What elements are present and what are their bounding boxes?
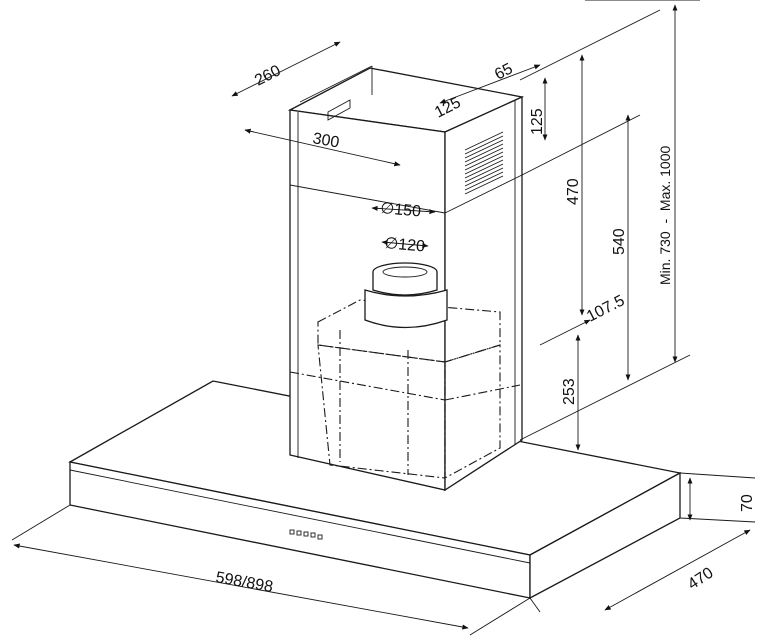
dim-outlet-offset: 107.5	[584, 292, 627, 325]
motor-unit-hidden-lines	[289, 299, 521, 479]
dimension-lines	[11, 0, 756, 636]
dim-vent-width: 65	[492, 60, 516, 83]
dim-canopy-width: 598/898	[214, 569, 274, 596]
grille-slat	[464, 171, 504, 191]
grille-slat	[464, 167, 504, 187]
dim-canopy-thickness: 70	[739, 494, 756, 512]
dim-chimney-width: 300	[311, 130, 340, 151]
vent-grille	[327, 99, 504, 195]
grille-slat	[464, 131, 504, 151]
dim-vent-height: 125	[529, 108, 546, 135]
grille-slat	[464, 135, 504, 155]
dim-outlet-120: ∅120	[384, 235, 426, 255]
grille-slat	[464, 155, 504, 175]
grille-slat	[464, 175, 504, 195]
outlet-collar	[364, 262, 448, 329]
control-buttons	[289, 529, 323, 540]
dim-upper-height: 470	[565, 178, 582, 205]
dim-lower-height: 540	[611, 228, 628, 255]
dim-hood-253: 253	[561, 378, 578, 405]
grille-slat	[464, 151, 504, 171]
dim-chimney-depth: 260	[252, 62, 284, 89]
dim-total-height: Min. 730 - Max. 1000	[657, 145, 673, 285]
grille-slat	[464, 147, 504, 167]
grille-slat	[464, 163, 504, 183]
grille-slat	[464, 143, 504, 163]
grille-slat	[464, 139, 504, 159]
rear-vent	[327, 99, 351, 121]
dim-outlet-150: ∅150	[380, 200, 422, 220]
dim-canopy-depth: 470	[685, 565, 717, 594]
grille-slat	[464, 159, 504, 179]
